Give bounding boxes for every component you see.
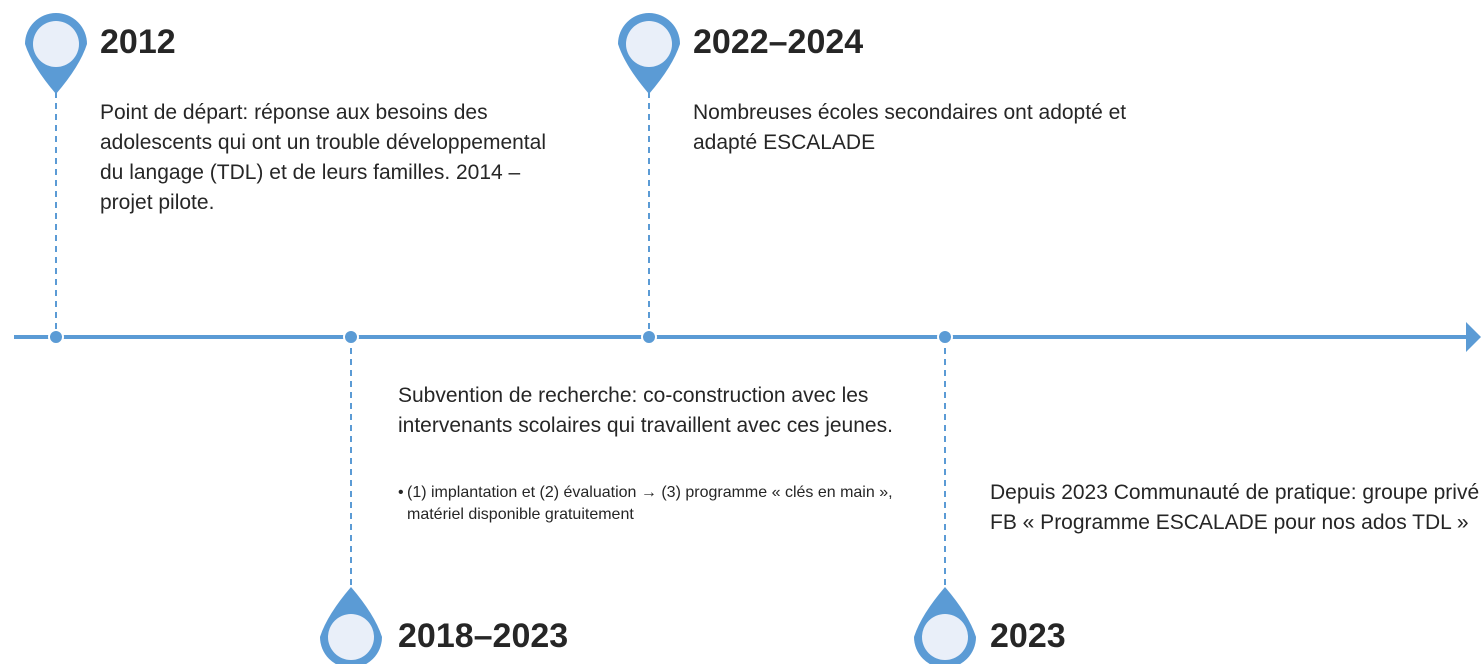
axis-dot-2022-2024 bbox=[641, 329, 657, 345]
event-description-2018-2023: Subvention de recherche: co-construction… bbox=[398, 384, 893, 437]
map-pin-icon bbox=[320, 587, 382, 664]
event-description-2023: Depuis 2023 Communauté de pratique: grou… bbox=[990, 481, 1480, 534]
bullet-dot: • bbox=[398, 484, 404, 501]
arrow-right-icon bbox=[1466, 322, 1481, 352]
map-pin-icon bbox=[25, 13, 87, 94]
axis-dot-2023 bbox=[937, 329, 953, 345]
event-year-2018-2023: 2018–2023 bbox=[398, 617, 569, 655]
event-bullet-2018-2023: • (1) implantation et (2) évaluation → (… bbox=[398, 482, 903, 526]
axis-dot-2012 bbox=[48, 329, 64, 345]
event-year-2022-2024: 2022–2024 bbox=[693, 23, 864, 61]
event-description-2012: Point de départ: réponse aux besoins des… bbox=[100, 101, 546, 214]
map-pin-icon bbox=[618, 13, 680, 94]
map-pin-icon bbox=[914, 587, 976, 664]
event-year-2023: 2023 bbox=[990, 617, 1066, 655]
axis-dot-2018-2023 bbox=[343, 329, 359, 345]
event-bullet-text: (1) implantation et (2) évaluation → (3)… bbox=[407, 484, 893, 523]
event-description-2022-2024: Nombreuses écoles secondaires ont adopté… bbox=[693, 101, 1127, 154]
event-year-2012: 2012 bbox=[100, 23, 176, 61]
